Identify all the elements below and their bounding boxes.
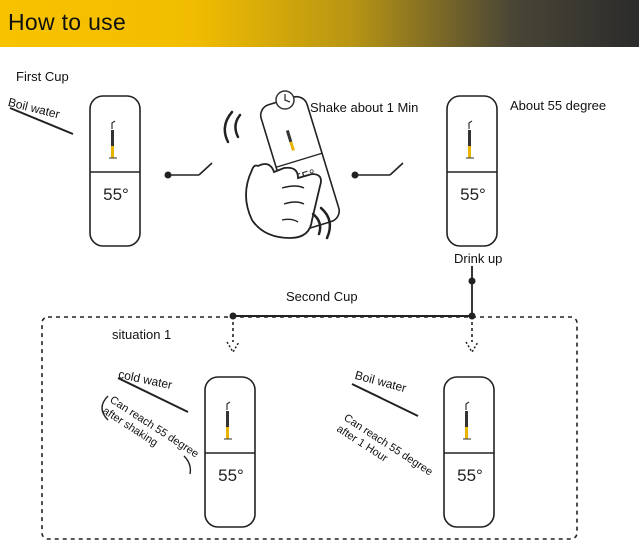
drink-up-label: Drink up [454,251,503,266]
header-banner: How to use [0,0,639,47]
shake-label: Shake about 1 Min [310,100,419,115]
cup-temp-display: 55° [457,466,483,485]
second-cup-connector [226,266,479,354]
situation-label: situation 1 [112,327,172,342]
cup-second-hot: 55° [443,376,495,528]
arrow-step-2 [351,162,404,179]
page-title: How to use [8,9,127,35]
cup-temp-display: 55° [218,466,244,485]
first-cup-label: First Cup [16,69,69,84]
cup-first-cooled: 55° [446,95,498,247]
situation-frame [41,316,578,540]
temperature-label: About 55 degree [510,98,607,113]
arrow-step-1 [164,162,213,179]
shaking-hand-illustration: 55° [223,90,340,240]
cup-second-cold: 55° [204,376,256,528]
second-cup-label: Second Cup [286,289,358,304]
cup-temp-display: 55° [460,185,486,204]
cup-first-hot: 55° [89,95,141,247]
cup-temp-display: 55° [103,185,129,204]
